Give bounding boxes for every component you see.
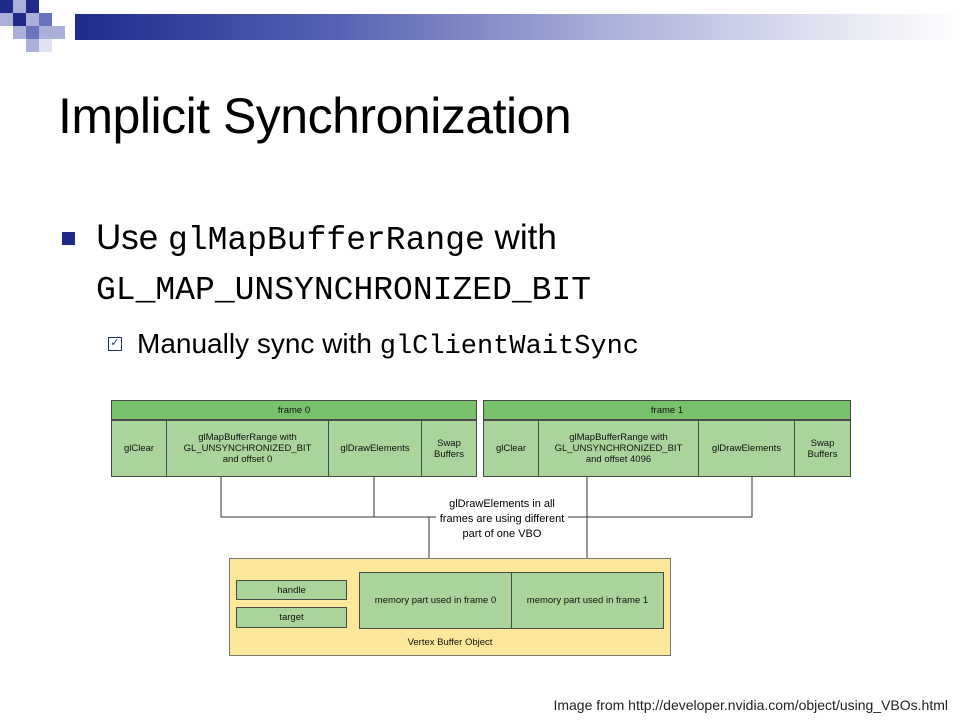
frame1-glmapbufferrange: glMapBufferRange with GL_UNSYNCHRONIZED_… bbox=[538, 420, 699, 477]
bullet-line-1: Use glMapBufferRange with bbox=[96, 216, 557, 263]
sub-bullet-checkbox-icon: ✓ bbox=[108, 337, 122, 351]
vbo-target: target bbox=[236, 607, 347, 628]
frame0-header: frame 0 bbox=[111, 400, 477, 420]
bullet-text-middle: with bbox=[484, 218, 557, 257]
deco-square bbox=[26, 26, 39, 39]
slide-decoration bbox=[0, 0, 65, 52]
code-glmapbufferrange: glMapBufferRange bbox=[167, 222, 485, 259]
slide-title: Implicit Synchronization bbox=[58, 88, 572, 144]
deco-square bbox=[26, 0, 39, 13]
frame0-gldrawelements: glDrawElements bbox=[328, 420, 422, 477]
deco-square bbox=[13, 0, 26, 13]
title-bar-gradient bbox=[75, 14, 960, 40]
deco-square bbox=[13, 13, 26, 26]
deco-square bbox=[39, 26, 52, 39]
connector-frame0-left bbox=[220, 477, 436, 518]
bullet-text-prefix: Use bbox=[96, 218, 168, 257]
deco-square bbox=[0, 0, 13, 13]
vbo-mem-frame0: memory part used in frame 0 bbox=[359, 572, 512, 629]
deco-square bbox=[39, 39, 52, 52]
sub-bullet-line: Manually sync with glClientWaitSync bbox=[137, 326, 639, 365]
vbo-label: Vertex Buffer Object bbox=[407, 637, 493, 648]
deco-square bbox=[39, 13, 52, 26]
deco-square bbox=[13, 26, 26, 39]
frame0-glclear: glClear bbox=[111, 420, 167, 477]
callout-text: glDrawElements in all frames are using d… bbox=[437, 497, 567, 542]
frame0-swapbuffers: Swap Buffers bbox=[421, 420, 477, 477]
frame1-swapbuffers: Swap Buffers bbox=[794, 420, 851, 477]
code-unsynchronized-bit: GL_MAP_UNSYNCHRONIZED_BIT bbox=[96, 272, 592, 309]
image-credit: Image from http://developer.nvidia.com/o… bbox=[553, 697, 948, 713]
frame1-gldrawelements: glDrawElements bbox=[698, 420, 795, 477]
code-glclientwaitsync: glClientWaitSync bbox=[379, 332, 640, 362]
bullet-square-icon bbox=[62, 232, 75, 245]
sub-bullet-text: Manually sync with bbox=[137, 328, 380, 359]
vbo-handle: handle bbox=[236, 580, 347, 600]
deco-square bbox=[0, 13, 13, 26]
deco-square bbox=[26, 13, 39, 26]
connector-frame1-right bbox=[568, 477, 753, 518]
frame1-glclear: glClear bbox=[483, 420, 539, 477]
deco-square bbox=[26, 39, 39, 52]
bullet-line-2: GL_MAP_UNSYNCHRONIZED_BIT bbox=[96, 266, 591, 313]
frame1-header: frame 1 bbox=[483, 400, 851, 420]
deco-square bbox=[52, 26, 65, 39]
vbo-mem-frame1: memory part used in frame 1 bbox=[511, 572, 664, 629]
frame0-glmapbufferrange: glMapBufferRange with GL_UNSYNCHRONIZED_… bbox=[166, 420, 329, 477]
